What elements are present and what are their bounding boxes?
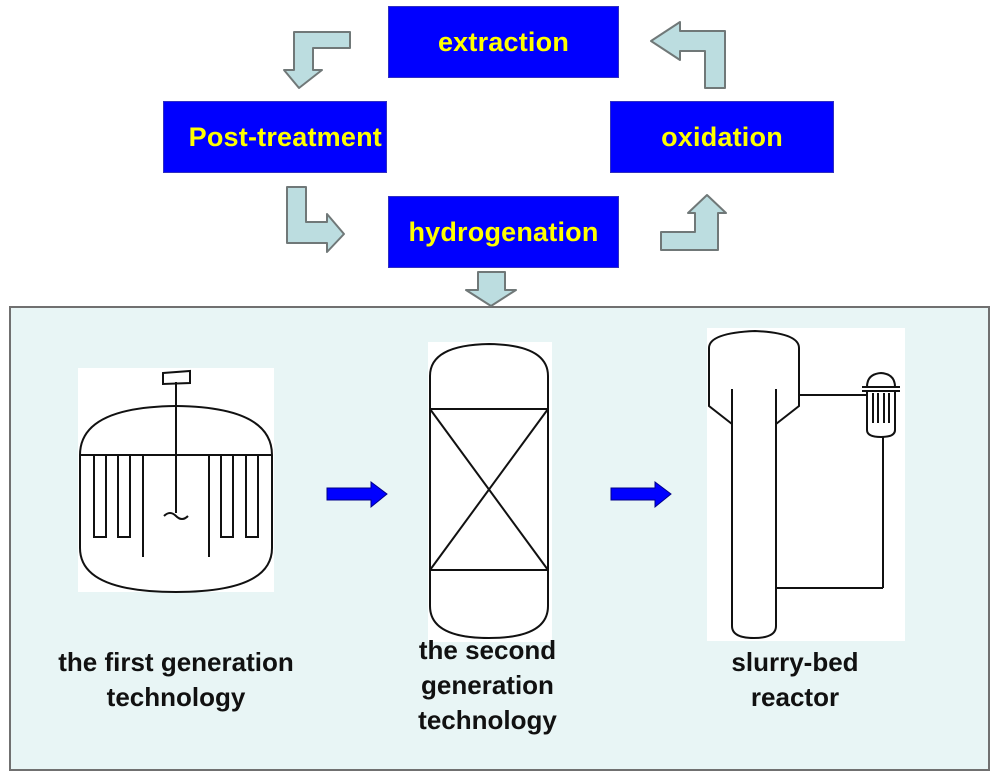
fixed-bed-reactor-icon [429,342,549,640]
cycle-arrow-post-to-hydrogenation [286,186,345,253]
slurry-bed-reactor-icon [708,329,900,640]
step-oxidation-label: oxidation [661,121,783,152]
cycle-arrow-hydrogenation-to-oxidation [660,194,727,251]
slurry-bed-label-line-1: slurry-bed [731,647,859,677]
slurry-bed-label-line-2: reactor [750,682,840,712]
first-generation-label: the first generation technology [26,645,326,715]
step-oxidation: oxidation [610,101,834,173]
step-extraction-label: extraction [437,26,570,57]
first-generation-label-line-1: the first generation [58,647,294,677]
step-extraction: extraction [388,6,619,78]
step-hydrogenation-label: hydrogenation [408,216,599,247]
cycle-arrow-extraction-to-post [283,31,351,89]
cycle-arrow-hydrogenation-to-reactors [465,271,517,307]
first-generation-label-line-2: technology [106,682,246,712]
second-generation-label-line-3: technology [418,705,557,735]
step-post-treatment: Post-treatment [163,101,387,173]
second-generation-label-line-1: the second [418,635,557,665]
second-generation-label: the second generation technology [390,633,585,738]
stirred-tank-reactor-icon [79,369,273,594]
progress-arrow-1-to-2 [326,481,388,509]
step-post-treatment-label: Post-treatment [188,121,382,152]
progress-arrow-2-to-3 [610,481,672,509]
slurry-bed-label: slurry-bed reactor [700,645,890,715]
cycle-arrow-oxidation-to-extraction [650,21,726,89]
step-hydrogenation: hydrogenation [388,196,619,268]
second-generation-label-line-2: generation [421,670,554,700]
